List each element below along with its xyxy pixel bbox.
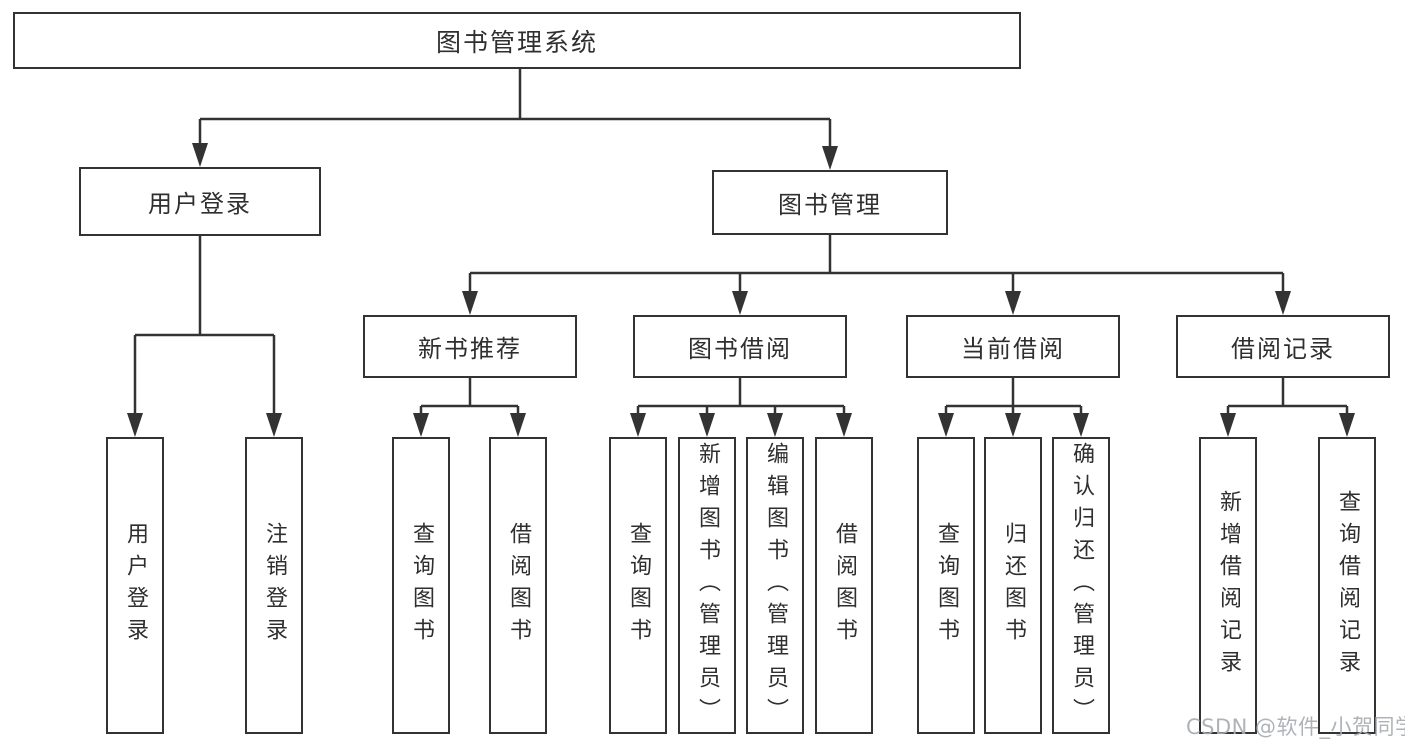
- leaf-edit-book-admin: 编辑图书（管理员）: [746, 437, 804, 734]
- leaf-borrow-books-recommend: 借阅图书: [489, 437, 547, 734]
- leaf-add-book-admin: 新增图书（管理员）: [678, 437, 736, 734]
- node-book-borrow: 图书借阅: [633, 315, 847, 378]
- node-borrow-records: 借阅记录: [1176, 315, 1390, 378]
- leaf-query-books-recommend: 查询图书: [392, 437, 450, 734]
- leaf-add-borrow-record: 新增借阅记录: [1199, 437, 1257, 734]
- leaf-borrow-books-borrow: 借阅图书: [815, 437, 873, 734]
- leaf-user-login: 用户登录: [106, 437, 164, 734]
- leaf-logout-login: 注销登录: [245, 437, 303, 734]
- leaf-return-books: 归还图书: [984, 437, 1042, 734]
- node-book-management: 图书管理: [712, 170, 948, 235]
- watermark: CSDN @软件_小贺同学: [1186, 715, 1405, 739]
- leaf-query-books-current: 查询图书: [917, 437, 975, 734]
- leaf-query-books-borrow: 查询图书: [609, 437, 667, 734]
- leaf-query-borrow-record: 查询借阅记录: [1318, 437, 1376, 734]
- node-library-management-system: 图书管理系统: [13, 12, 1021, 69]
- node-current-borrow: 当前借阅: [906, 315, 1120, 378]
- node-new-book-recommend: 新书推荐: [363, 315, 577, 378]
- node-user-login: 用户登录: [79, 167, 321, 236]
- leaf-confirm-return-admin: 确认归还（管理员）: [1052, 437, 1110, 734]
